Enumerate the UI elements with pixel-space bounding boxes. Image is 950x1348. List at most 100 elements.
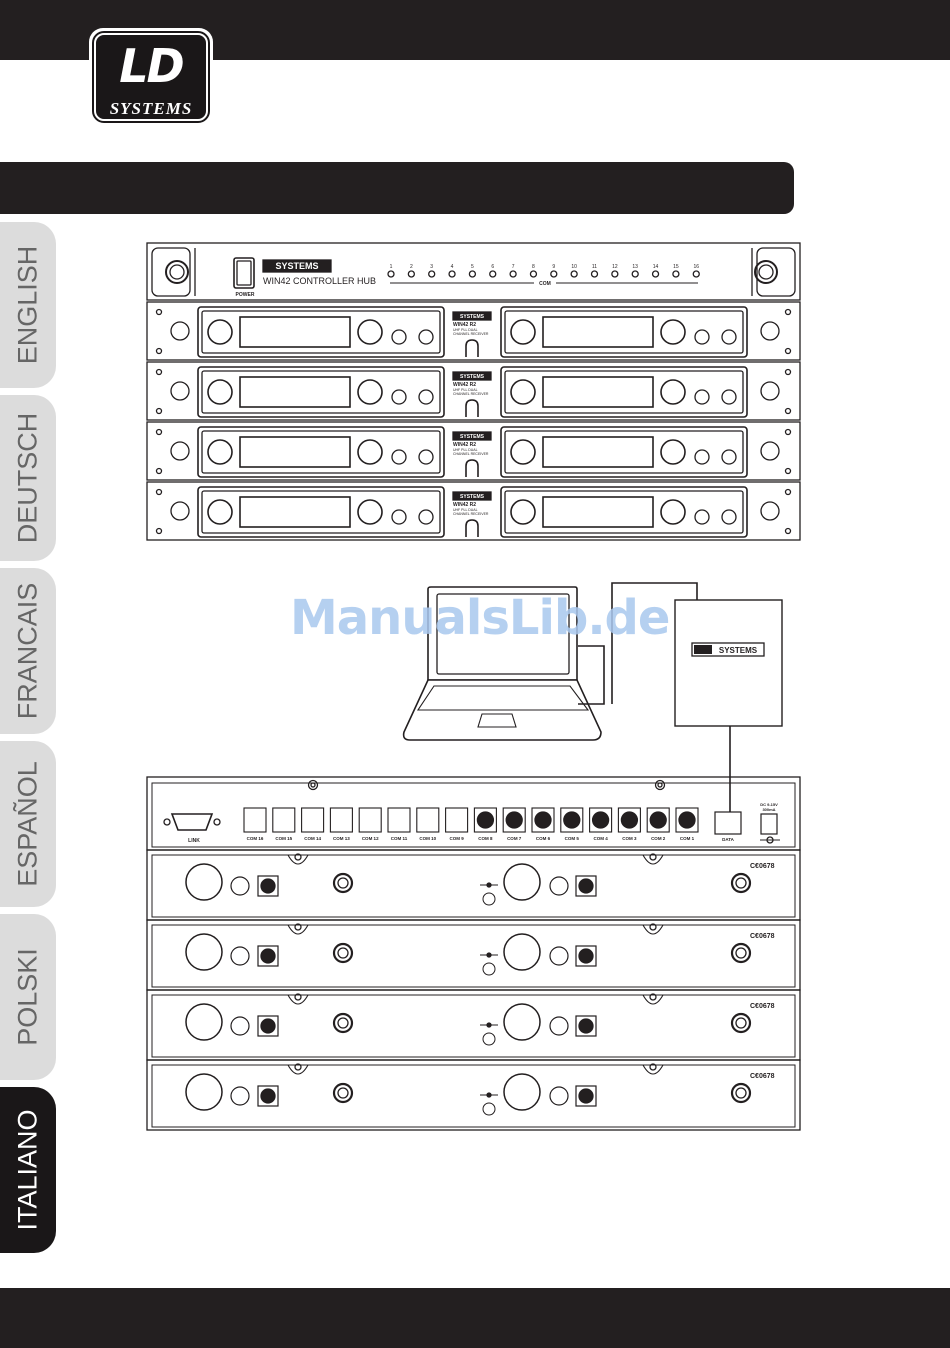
- channel-knob: [660, 319, 686, 345]
- usb-cable-loop: [578, 645, 605, 705]
- rack-screw: [784, 527, 792, 535]
- channel-number: 14: [653, 264, 659, 270]
- tab-2[interactable]: DEUTSCH: [0, 395, 56, 561]
- rack-screw: [155, 368, 163, 376]
- link-port-screw: [163, 818, 171, 826]
- channel-display: [542, 316, 654, 348]
- balanced-out-jack: [260, 1088, 276, 1104]
- mount-notch: [642, 994, 664, 1005]
- tab-1[interactable]: ENGLISH: [0, 222, 56, 388]
- antenna-socket: [332, 942, 354, 964]
- channel-button: [694, 449, 710, 465]
- channel-led: [468, 270, 477, 278]
- antenna-socket: [332, 1082, 354, 1104]
- mount-screw: [649, 993, 657, 1001]
- data-port: [714, 811, 742, 835]
- mount-notch: [287, 1064, 309, 1075]
- channel-panel-inner: [504, 370, 744, 414]
- hub-brand-box: [262, 259, 332, 273]
- rack-knob: [170, 321, 190, 341]
- antenna-socket: [730, 1082, 752, 1104]
- com-port: [387, 807, 411, 833]
- antenna-socket-inner: [337, 1017, 349, 1029]
- com-port-label: COM 10: [419, 836, 436, 841]
- com-port-label: COM 1: [680, 836, 695, 841]
- rack-screw: [155, 308, 163, 316]
- data-port-label: DATA: [722, 837, 735, 842]
- com-label: COM: [539, 281, 551, 287]
- balanced-out-jack: [578, 878, 594, 894]
- rack-screw: [784, 368, 792, 376]
- channel-button: [391, 509, 407, 525]
- channel-panel-inner: [201, 370, 441, 414]
- mount-notch: [287, 994, 309, 1005]
- channel-button: [391, 389, 407, 405]
- rack-knob-left-inner: [169, 264, 185, 280]
- channel-panel: [500, 486, 748, 538]
- xlr-connector: [503, 933, 541, 971]
- mount-notch: [642, 854, 664, 865]
- bottom-bar: [0, 1288, 950, 1348]
- dc-port: [760, 813, 778, 835]
- com-port-label: COM 4: [593, 836, 608, 841]
- rack-knob: [760, 441, 780, 461]
- com-port: [589, 807, 613, 833]
- jack-socket: [230, 876, 250, 896]
- ce-mark: C€0678: [750, 1073, 775, 1080]
- receiver-model: WIN42 R2: [453, 382, 476, 388]
- channel-knob: [357, 439, 383, 465]
- dc-label: DC 9-15V: [760, 802, 778, 807]
- rack-knob: [760, 501, 780, 521]
- channel-button: [721, 389, 737, 405]
- channel-button: [391, 329, 407, 345]
- channel-led: [509, 270, 517, 278]
- channel-button: [721, 449, 737, 465]
- com-port-jack: [620, 811, 639, 829]
- rack-screw: [155, 488, 163, 496]
- com-port: [560, 807, 584, 833]
- channel-number: 2: [410, 264, 413, 270]
- channel-led: [590, 270, 599, 278]
- link-port-screw: [213, 818, 221, 826]
- pc-brand-box: [691, 642, 765, 657]
- channel-button: [694, 329, 710, 345]
- channel-panel-inner: [504, 430, 744, 474]
- receiver-back-inner: [151, 854, 796, 918]
- receiver-line2: CHANNEL RECEIVER: [453, 392, 489, 396]
- channel-led: [611, 270, 619, 278]
- channel-knob: [207, 499, 233, 525]
- tab-4[interactable]: ESPAÑOL: [0, 741, 56, 907]
- tab-5[interactable]: POLSKI: [0, 914, 56, 1080]
- watermark: ManualsLib.de: [290, 590, 670, 646]
- dc-polarity-dot: [766, 836, 774, 844]
- link-port: [170, 813, 214, 831]
- com-port: [416, 807, 440, 833]
- pc-tower: [674, 599, 783, 727]
- antenna-socket-inner: [735, 877, 747, 889]
- receiver-front-3: [146, 421, 801, 481]
- com-port: [272, 807, 296, 833]
- receiver-brand-text: SYSTEMS: [460, 314, 485, 320]
- tab-3[interactable]: FRANCAIS: [0, 568, 56, 734]
- balanced-out: [257, 1015, 279, 1037]
- antenna-socket-inner: [337, 947, 349, 959]
- tab-6[interactable]: ITALIANO: [0, 1087, 56, 1253]
- com-port-label: COM 16: [247, 836, 264, 841]
- channel-panel-inner: [201, 490, 441, 534]
- com-port: [617, 807, 641, 833]
- link-label: LINK: [188, 838, 200, 844]
- rack-knob: [170, 381, 190, 401]
- channel-button: [721, 329, 737, 345]
- rack-knob: [170, 501, 190, 521]
- channel-button: [418, 389, 434, 405]
- ground-lift-switch: [482, 1102, 496, 1116]
- channel-display: [239, 376, 351, 408]
- channel-display: [542, 496, 654, 528]
- mount-notch: [642, 1064, 664, 1075]
- channel-panel: [500, 426, 748, 478]
- channel-led: [387, 270, 395, 278]
- com-port-jack: [563, 811, 581, 829]
- antenna-socket: [332, 1012, 354, 1034]
- channel-number: 9: [552, 264, 555, 270]
- balanced-out-jack: [260, 1018, 276, 1034]
